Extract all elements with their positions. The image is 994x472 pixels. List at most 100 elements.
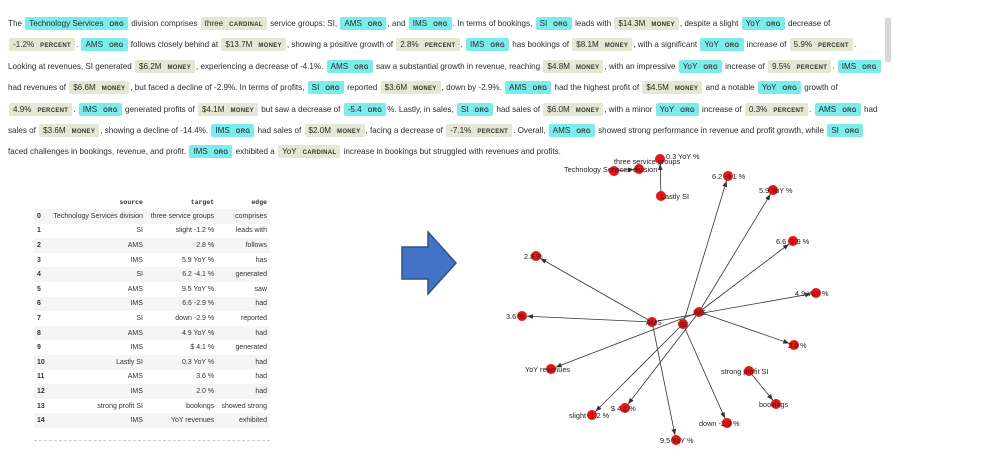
entity-label: ORG [354, 64, 369, 71]
graph-node [647, 317, 657, 327]
graph-node-label: Lastly SI [661, 192, 689, 201]
ner-text: , but faced a decline of -2.9%. In terms… [130, 83, 307, 93]
edge-arrowhead [767, 393, 773, 401]
graph-nodes [517, 154, 821, 445]
entity-text: 4.9% [13, 104, 32, 114]
entity-text: 5.9% [793, 40, 813, 50]
ner-text: increase of [744, 40, 789, 50]
edge-arrowhead [540, 258, 547, 264]
ner-text: generated profits of [122, 104, 197, 114]
ner-text: saw a substantial growth in revenue, rea… [373, 61, 543, 71]
entity-percent: 5.9%PERCENT [789, 38, 853, 52]
entity-label: MONEY [575, 64, 600, 71]
cell-edge: had [217, 325, 270, 341]
entity-percent: -7.1%PERCENT [446, 124, 513, 138]
entity-label: MONEY [674, 86, 699, 93]
cell-idx: 13 [37, 402, 45, 410]
cell-idx: 11 [37, 373, 45, 381]
cell-edge: exhibited [217, 413, 270, 428]
graph-node [655, 154, 665, 164]
entity-text: $6.6M [73, 83, 96, 93]
ner-text: increase of [722, 61, 768, 71]
cell-edge: has [255, 256, 267, 264]
ner-text: and a notable [703, 83, 757, 93]
cell-idx: 2 [34, 238, 48, 253]
entity-label: ORG [766, 22, 781, 28]
entity-label: PERCENT [796, 64, 828, 71]
entity-text: YoY [745, 19, 761, 28]
ner-text: but saw a decrease of [258, 104, 343, 114]
entity-text: SI [539, 19, 548, 28]
cell-target: 3.6 % [196, 373, 215, 381]
graph-node [722, 418, 732, 428]
cell-target: 4.9 YoY % [145, 325, 218, 341]
entity-label: ORG [532, 86, 548, 93]
ner-scrollbar[interactable] [885, 18, 891, 62]
cell-target: three service groups [145, 209, 218, 224]
cell-target: 6.2 -4.1 % [145, 267, 218, 282]
entity-text: AMS [509, 83, 527, 93]
ner-text: , with an impressive [604, 61, 678, 71]
ner-text: , down by -2.9%. [441, 83, 505, 93]
graph-node-label: $ 4.1 % [611, 404, 636, 413]
entity-label: ORG [103, 107, 118, 114]
cell-target: down -2.9 % [175, 314, 215, 322]
entity-label: ORG [680, 107, 695, 114]
graph-edge [682, 323, 728, 424]
entity-label: ORG [782, 86, 798, 93]
graph-edge [591, 323, 684, 416]
graph-node [811, 288, 821, 298]
graph-node [723, 171, 733, 181]
graph-edge [698, 311, 795, 346]
entity-label: MONEY [71, 129, 96, 136]
entity-label: PERCENT [424, 43, 456, 50]
entity-text: YoY [682, 61, 698, 71]
edge-arrowhead [782, 339, 790, 344]
entity-text: AMS [552, 126, 571, 136]
graph-node [671, 435, 681, 445]
entity-label: MONEY [230, 107, 254, 114]
cell-edge: generated [217, 267, 270, 282]
entity-text: 0.3% [748, 104, 768, 114]
cell-source: strong profit SI [97, 402, 143, 410]
cell-idx: 5 [37, 285, 41, 293]
graph-node-label: SI [680, 320, 687, 329]
cell-edge: generated [235, 344, 267, 352]
entity-label: ORG [108, 43, 124, 50]
entity-text: $13.7M [225, 40, 253, 50]
entity-text: IMS [841, 61, 857, 71]
cell-source: Technology Services division [48, 209, 146, 224]
edge-arrowhead [671, 428, 677, 436]
entity-text: -5.4 [347, 104, 362, 114]
entity-org: AMS ORG [505, 81, 552, 95]
cell-source: AMS [48, 325, 146, 341]
graph-node [744, 366, 754, 376]
edge-arrowhead [657, 163, 663, 171]
graph-node-label: strong profit SI [721, 367, 768, 376]
cell-source: IMS [48, 413, 146, 428]
graph-node-label: 4.9 YoY % [795, 289, 829, 298]
cell-source: Lastly SI [48, 354, 146, 370]
cell-idx: 14 [34, 413, 48, 428]
entity-text: $3.6M [384, 83, 408, 93]
cell-target: 0.3 YoY % [145, 354, 218, 370]
ner-text: %. Lastly, in sales, [387, 104, 456, 114]
cell-target: 5.9 YoY % [181, 256, 215, 264]
